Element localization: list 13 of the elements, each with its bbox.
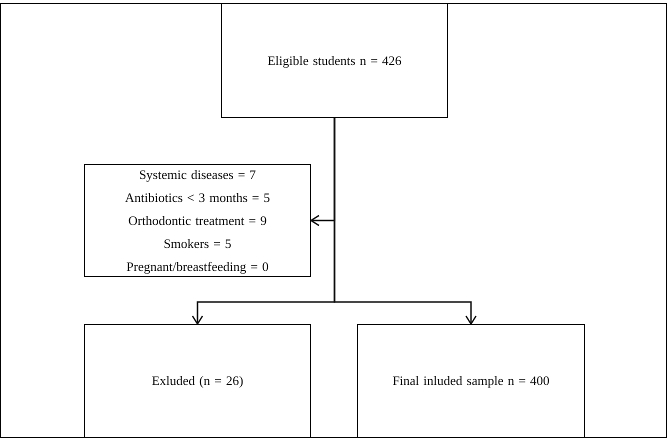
box-label: Final inluded sample n = 400 [392,373,550,389]
criterion-text: Orthodontic treatment = 9 [128,212,267,230]
criterion-text: Smokers = 5 [164,235,232,253]
criterion-text: Systemic diseases = 7 [139,166,256,184]
box-label: Eligible students n = 426 [267,52,402,68]
process-box [84,324,311,438]
criterion-text: Antibiotics < 3 months = 5 [125,189,270,207]
exclusion-box [84,164,311,277]
process-box [221,3,448,118]
box-label: Exluded (n = 26) [152,373,244,389]
arrow [334,118,477,325]
criterion-text: Pregnant/breastfeeding = 0 [126,258,269,276]
process-box [357,324,585,438]
